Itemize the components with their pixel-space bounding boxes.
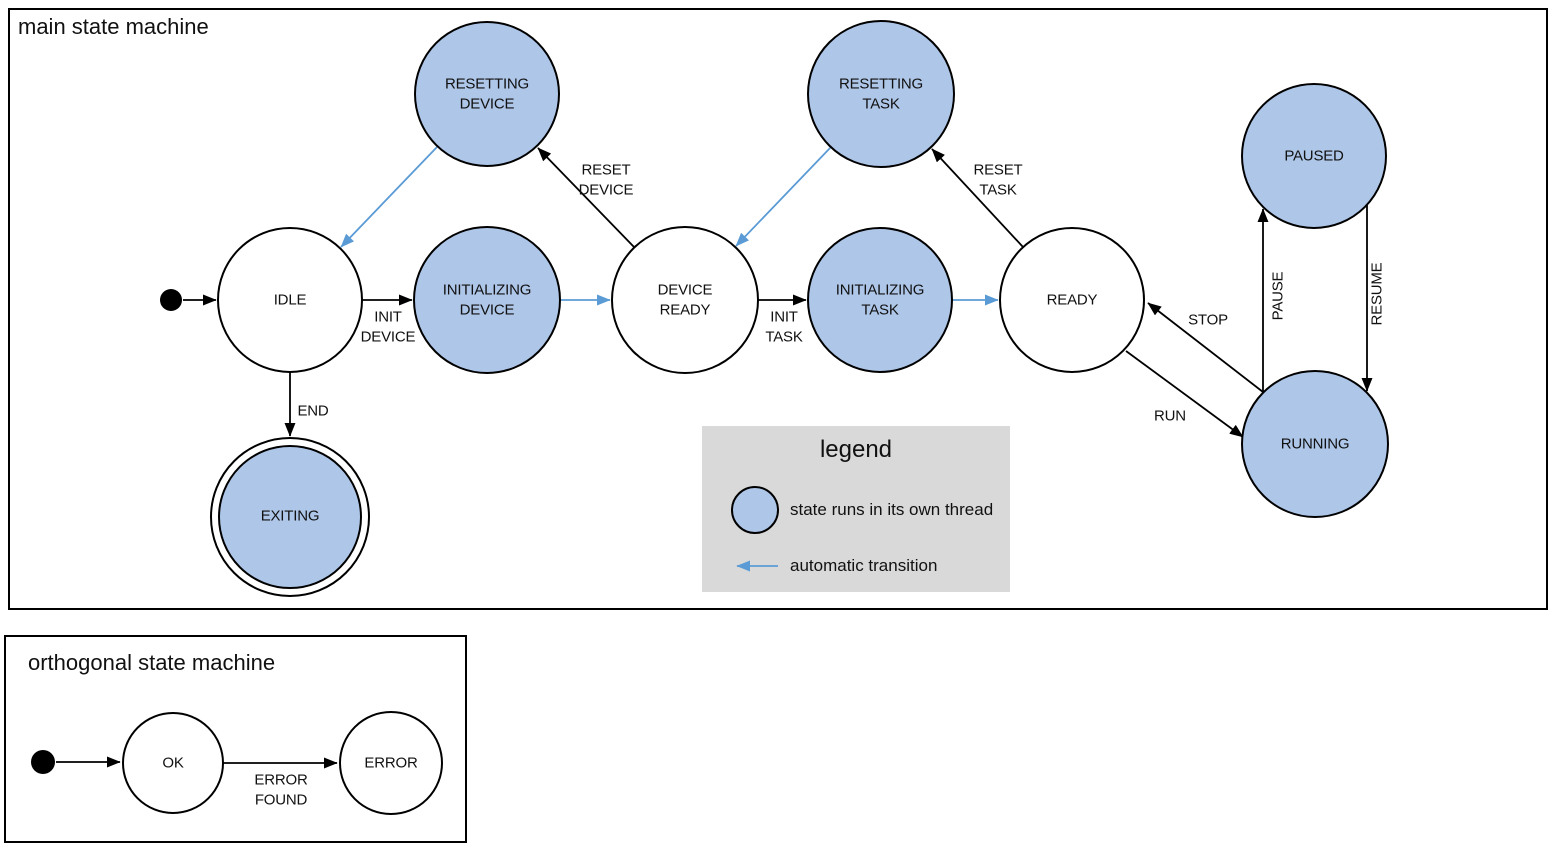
state-resetting-device-label: RESETTING DEVICE (444, 75, 530, 113)
transition-stop-label: STOP (1188, 311, 1228, 329)
state-idle-label: IDLE (273, 291, 307, 309)
state-resetting-task-label: RESETTING TASK (838, 75, 924, 113)
transition-init-task-label: INIT TASK (765, 308, 803, 346)
state-ready-label: READY (1046, 291, 1098, 309)
transition-end-label: END (297, 402, 329, 420)
legend-automatic-transition-label: automatic transition (790, 556, 938, 575)
state-paused-label: PAUSED (1284, 147, 1344, 165)
transition-error-found-label: ERROR FOUND (254, 771, 308, 809)
main-state-machine-title: main state machine (18, 14, 209, 39)
transition-reset-device-label: RESET DEVICE (578, 161, 634, 199)
legend-title: legend (819, 436, 893, 463)
state-ok-label: OK (162, 754, 184, 772)
state-device-ready-label: DEVICE READY (657, 281, 713, 319)
transition-resume-label: RESUME (1368, 262, 1386, 326)
transition-init-device-label: INIT DEVICE (360, 308, 416, 346)
transition-run-label: RUN (1154, 407, 1186, 425)
state-running-label: RUNNING (1280, 435, 1350, 453)
state-error-label: ERROR (364, 754, 418, 772)
orthogonal-state-machine-title: orthogonal state machine (28, 650, 276, 675)
state-initializing-task-label: INITIALIZING TASK (835, 281, 925, 319)
transition-pause-label: PAUSE (1269, 271, 1287, 321)
transition-reset-task-label: RESET TASK (973, 161, 1023, 199)
state-exiting-label: EXITING (260, 507, 320, 525)
state-initializing-device-label: INITIALIZING DEVICE (442, 281, 532, 319)
legend-threaded-state-label: state runs in its own thread (790, 500, 994, 519)
